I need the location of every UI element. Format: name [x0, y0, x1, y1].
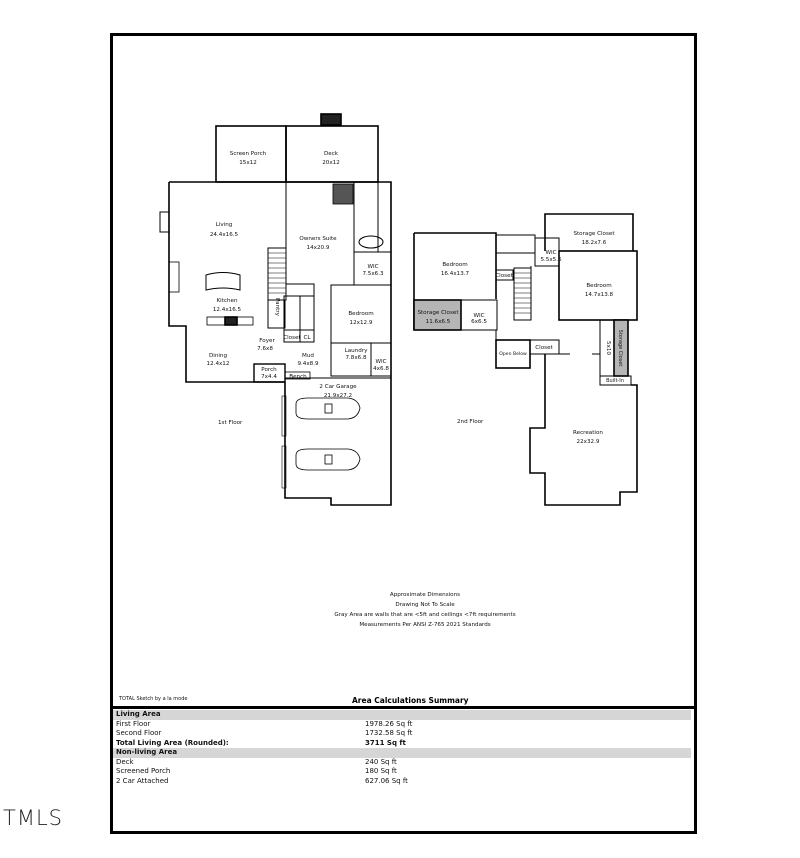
row-label: 2 Car Attached — [116, 777, 169, 785]
room-name: Recreation — [573, 430, 603, 436]
room-dims: 24.4x16.5 — [210, 232, 239, 238]
row-value: 627.06 Sq ft — [365, 777, 408, 785]
row-label: First Floor — [116, 720, 151, 728]
table-divider — [110, 706, 694, 709]
mls-watermark: TMLS — [3, 806, 63, 830]
note-line: Drawing Not To Scale — [395, 602, 455, 608]
row-label: Total Living Area (Rounded): — [116, 739, 229, 747]
room-name: CL — [303, 335, 311, 341]
table-row: Second Floor 1732.58 Sq ft — [113, 729, 691, 739]
room-name: Bench — [289, 374, 307, 380]
room-name: Living — [216, 222, 233, 228]
row-label: Deck — [116, 758, 134, 766]
note-line: Approximate Dimensions — [389, 592, 461, 598]
room-dims: 9.4x8.9 — [297, 361, 319, 367]
row-label: Screened Porch — [116, 767, 171, 775]
room-name: 2 Car Garage — [319, 384, 357, 390]
room-name: Deck — [324, 151, 339, 157]
room-name: Closet — [495, 273, 513, 279]
row-value: 3711 Sq ft — [365, 739, 406, 747]
room-dims: 21.9x27.2 — [324, 393, 352, 399]
room-dims: 7.6x8 — [257, 346, 273, 352]
room-name: Screen Porch — [230, 151, 267, 157]
room-dims: 5.5x5.6 — [540, 257, 562, 263]
room-name: Owners Suite — [299, 236, 337, 242]
room-name: 5x10 — [605, 341, 611, 355]
room-dims: 20x12 — [322, 160, 340, 166]
table-row: 2 Car Attached 627.06 Sq ft — [113, 777, 691, 787]
room-name: WIC — [375, 359, 386, 365]
room-dims: 22x32.9 — [577, 439, 600, 445]
table-row: First Floor 1978.26 Sq ft — [113, 720, 691, 730]
room-dims: 6x6.5 — [471, 319, 487, 325]
room-name: Closet — [535, 345, 553, 351]
room-dims: 18.2x7.6 — [582, 240, 607, 246]
row-value: 1978.26 Sq ft — [365, 720, 413, 728]
room-name: Storage Closet — [417, 310, 459, 316]
row-value: 240 Sq ft — [365, 758, 397, 766]
row-label: Second Floor — [116, 729, 162, 737]
table-row: Screened Porch 180 Sq ft — [113, 767, 691, 777]
first-floor-label: 1st Floor — [218, 420, 243, 426]
table-row-total: Total Living Area (Rounded): 3711 Sq ft — [113, 739, 691, 749]
room-name: Bedroom — [586, 283, 611, 289]
room-name: WIC — [367, 264, 378, 270]
room-name: Dining — [209, 353, 228, 359]
section-header-label: Living Area — [116, 710, 161, 718]
section-header-living: Living Area — [113, 710, 691, 720]
note-line: Gray Area are walls that are <5ft and ce… — [334, 612, 516, 618]
room-name: Storage Closet — [573, 231, 615, 237]
room-name: Laundry — [345, 348, 368, 354]
room-dims: 12x12.9 — [350, 320, 373, 326]
room-name: WIC — [473, 313, 484, 319]
second-floor-labels: Storage Closet 18.2x7.6 Bedroom 16.4x13.… — [417, 231, 623, 445]
room-dims: 14.7x13.8 — [585, 292, 614, 298]
table-row: Deck 240 Sq ft — [113, 758, 691, 768]
room-dims: 16.4x13.7 — [441, 271, 470, 277]
section-header-nonliving: Non-living Area — [113, 748, 691, 758]
room-dims: 4x6.8 — [373, 366, 389, 372]
room-name: Foyer — [259, 338, 275, 344]
room-dims: 12.4x16.5 — [213, 307, 242, 313]
room-dims: 12.4x12 — [207, 361, 230, 367]
room-dims: 7.5x6.3 — [362, 271, 384, 277]
room-name: Built-In — [606, 378, 624, 384]
room-dims: 14x20.9 — [307, 245, 330, 251]
sketch-credit: TOTAL Sketch by a la mode — [119, 696, 188, 702]
room-name: Pantry — [274, 298, 280, 317]
second-floor-label: 2nd Floor — [457, 419, 484, 425]
room-name: Storage Closet — [617, 330, 623, 367]
section-header-label: Non-living Area — [116, 748, 178, 756]
room-name: Open Below — [499, 351, 527, 357]
summary-title: Area Calculations Summary — [352, 696, 469, 705]
room-name: Mud — [302, 353, 314, 359]
first-floor-labels: Screen Porch 15x12 Deck 20x12 Living 24.… — [207, 151, 390, 426]
room-dims: 7x4.4 — [261, 374, 277, 380]
room-name: WIC — [545, 250, 556, 256]
room-name: Closet — [283, 335, 301, 341]
row-value: 1732.58 Sq ft — [365, 729, 413, 737]
note-line: Measurements Per ANSI Z-765 2021 Standar… — [359, 622, 491, 628]
room-dims: 11.6x6.5 — [426, 319, 451, 325]
room-name: Bedroom — [442, 262, 467, 268]
room-name: Porch — [261, 367, 277, 373]
room-dims: 15x12 — [239, 160, 257, 166]
room-dims: 7.8x6.8 — [345, 355, 367, 361]
room-name: Bedroom — [348, 311, 373, 317]
drawing-notes: Approximate Dimensions Drawing Not To Sc… — [300, 590, 550, 630]
row-value: 180 Sq ft — [365, 767, 397, 775]
sketch-frame — [110, 33, 697, 834]
room-name: Kitchen — [216, 298, 237, 304]
